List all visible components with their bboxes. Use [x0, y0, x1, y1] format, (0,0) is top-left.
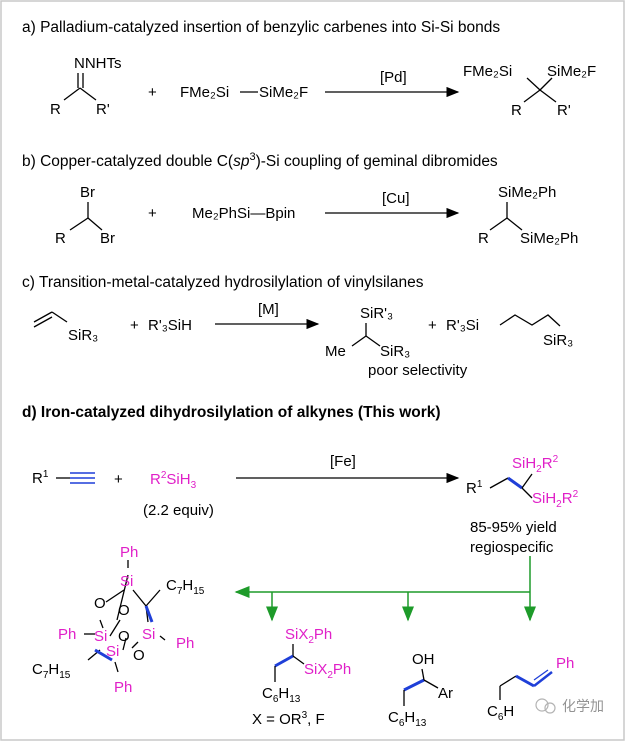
selectivity-text: regiospecific — [470, 539, 554, 556]
alcohol-ar: Ar — [438, 685, 453, 702]
alcohol-derivative: OH Ar C6H13 — [388, 651, 453, 729]
product-b-bonds — [489, 202, 523, 231]
x-definition: X = OR3, F — [252, 710, 325, 728]
alkyne-r1: R1 — [32, 469, 49, 487]
derivatization-arrows — [234, 556, 536, 622]
cage-o4: O — [133, 647, 145, 664]
product-b-bottom: SiMe₂Ph — [520, 230, 578, 247]
section-b-title: b) Copper-catalyzed double C(sp3)-Si cou… — [22, 151, 498, 170]
product-a-right: SiMe₂F — [547, 63, 596, 80]
hydrazone-r-prime: R' — [96, 101, 110, 118]
cage-si-bottom: Si — [106, 643, 119, 660]
section-a: a) Palladium-catalyzed insertion of benz… — [22, 19, 596, 119]
disilane-right: SiMe₂F — [259, 84, 308, 101]
dibromide-br-bottom: Br — [100, 230, 115, 247]
cu-catalyst: [Cu] — [382, 190, 410, 207]
silane-equiv: (2.2 equiv) — [143, 502, 214, 519]
cage-ph-left: Ph — [58, 626, 76, 643]
product-c1-top: SiR'₃ — [360, 305, 393, 322]
product-d-top: SiH2R2 — [512, 454, 559, 475]
section-a-title: a) Palladium-catalyzed insertion of benz… — [22, 19, 500, 36]
cage-ph-top: Ph — [120, 544, 138, 561]
m-catalyst: [M] — [258, 301, 279, 318]
silyl-chain: C6H13 — [262, 685, 301, 705]
section-c-title: c) Transition-metal-catalyzed hydrosilyl… — [22, 274, 424, 291]
product-a-bonds — [523, 77, 557, 103]
cage-o3: O — [118, 628, 130, 645]
dibromide-bonds — [69, 202, 103, 231]
plus-d: + — [114, 471, 123, 488]
silyl-top: SiX2Ph — [285, 626, 332, 646]
cage-si-right: Si — [142, 626, 155, 643]
product-a-r-prime: R' — [557, 102, 571, 119]
plus-c2: + — [428, 317, 437, 334]
product-c2-right: SiR₃ — [543, 332, 573, 349]
product-d-bonds — [489, 473, 533, 499]
dibromide-r: R — [55, 230, 66, 247]
watermark: 化学加 — [535, 698, 604, 714]
alkene-derivative: Ph C6H — [487, 655, 574, 723]
product-a-r: R — [511, 102, 522, 119]
plus-a: + — [148, 84, 157, 101]
alcohol-oh: OH — [412, 651, 435, 668]
silyl-derivative: SiX2Ph SiX2Ph C6H13 X = OR3, F — [252, 626, 351, 728]
product-c1-me: Me — [325, 343, 346, 360]
cage-si-left: Si — [94, 628, 107, 645]
product-c1-bottom: SiR₃ — [380, 343, 410, 360]
cage-ph-right: Ph — [176, 635, 194, 652]
hydrazone-structure — [63, 73, 97, 101]
alcohol-chain: C6H13 — [388, 709, 427, 729]
product-b-r: R — [478, 230, 489, 247]
watermark-text: 化学加 — [562, 698, 604, 714]
product-c2-chain — [499, 314, 561, 327]
product-d-r1: R1 — [466, 479, 483, 497]
section-c: c) Transition-metal-catalyzed hydrosilyl… — [22, 274, 573, 379]
cage-si-top: Si — [120, 573, 133, 590]
cage-c7h15-top: C7H15 — [166, 577, 205, 597]
alkene-ph: Ph — [556, 655, 574, 672]
section-d: d) Iron-catalyzed dihydrosilylation of a… — [22, 404, 579, 556]
cage-c7h15-bottom: C7H15 — [32, 661, 71, 681]
product-d-bottom: SiH2R2 — [532, 489, 579, 510]
product-a-left: FMe₂Si — [463, 63, 512, 80]
hydrosilane: R'₃SiH — [148, 317, 192, 334]
vinylsilane-si: SiR₃ — [68, 327, 98, 344]
pd-catalyst: [Pd] — [380, 69, 407, 86]
fe-catalyst: [Fe] — [330, 453, 356, 470]
alkene-chain: C6H — [487, 703, 514, 723]
silyl-bottom: SiX2Ph — [304, 661, 351, 681]
wechat-icon — [535, 698, 549, 712]
product-c1-bonds — [351, 323, 381, 347]
disilane-left: FMe₂Si — [180, 84, 229, 101]
silane-reagent: R2SiH3 — [150, 470, 197, 491]
alkyne-bonds — [56, 472, 95, 484]
hydrazone-r: R — [50, 101, 61, 118]
hydrazone-group: NNHTs — [74, 55, 122, 72]
section-b: b) Copper-catalyzed double C(sp3)-Si cou… — [22, 151, 578, 247]
cage-o2: O — [118, 602, 130, 619]
silylborane: Me₂PhSi—Bpin — [192, 205, 295, 222]
plus-b: + — [148, 205, 157, 222]
plus-c1: + — [130, 317, 139, 334]
product-c2-left: R'₃Si — [446, 317, 479, 334]
section-d-title: d) Iron-catalyzed dihydrosilylation of a… — [22, 404, 441, 421]
cage-ph-bottom: Ph — [114, 679, 132, 696]
selectivity-note: poor selectivity — [368, 362, 468, 379]
product-b-top: SiMe₂Ph — [498, 184, 556, 201]
vinylsilane-bonds — [33, 311, 68, 328]
siloxane-cage: Ph Si C7H15 O O Ph Si O Si Ph Si O C7H15… — [32, 544, 205, 696]
yield-text: 85-95% yield — [470, 519, 557, 536]
dibromide-br-top: Br — [80, 184, 95, 201]
cage-o1: O — [94, 595, 106, 612]
